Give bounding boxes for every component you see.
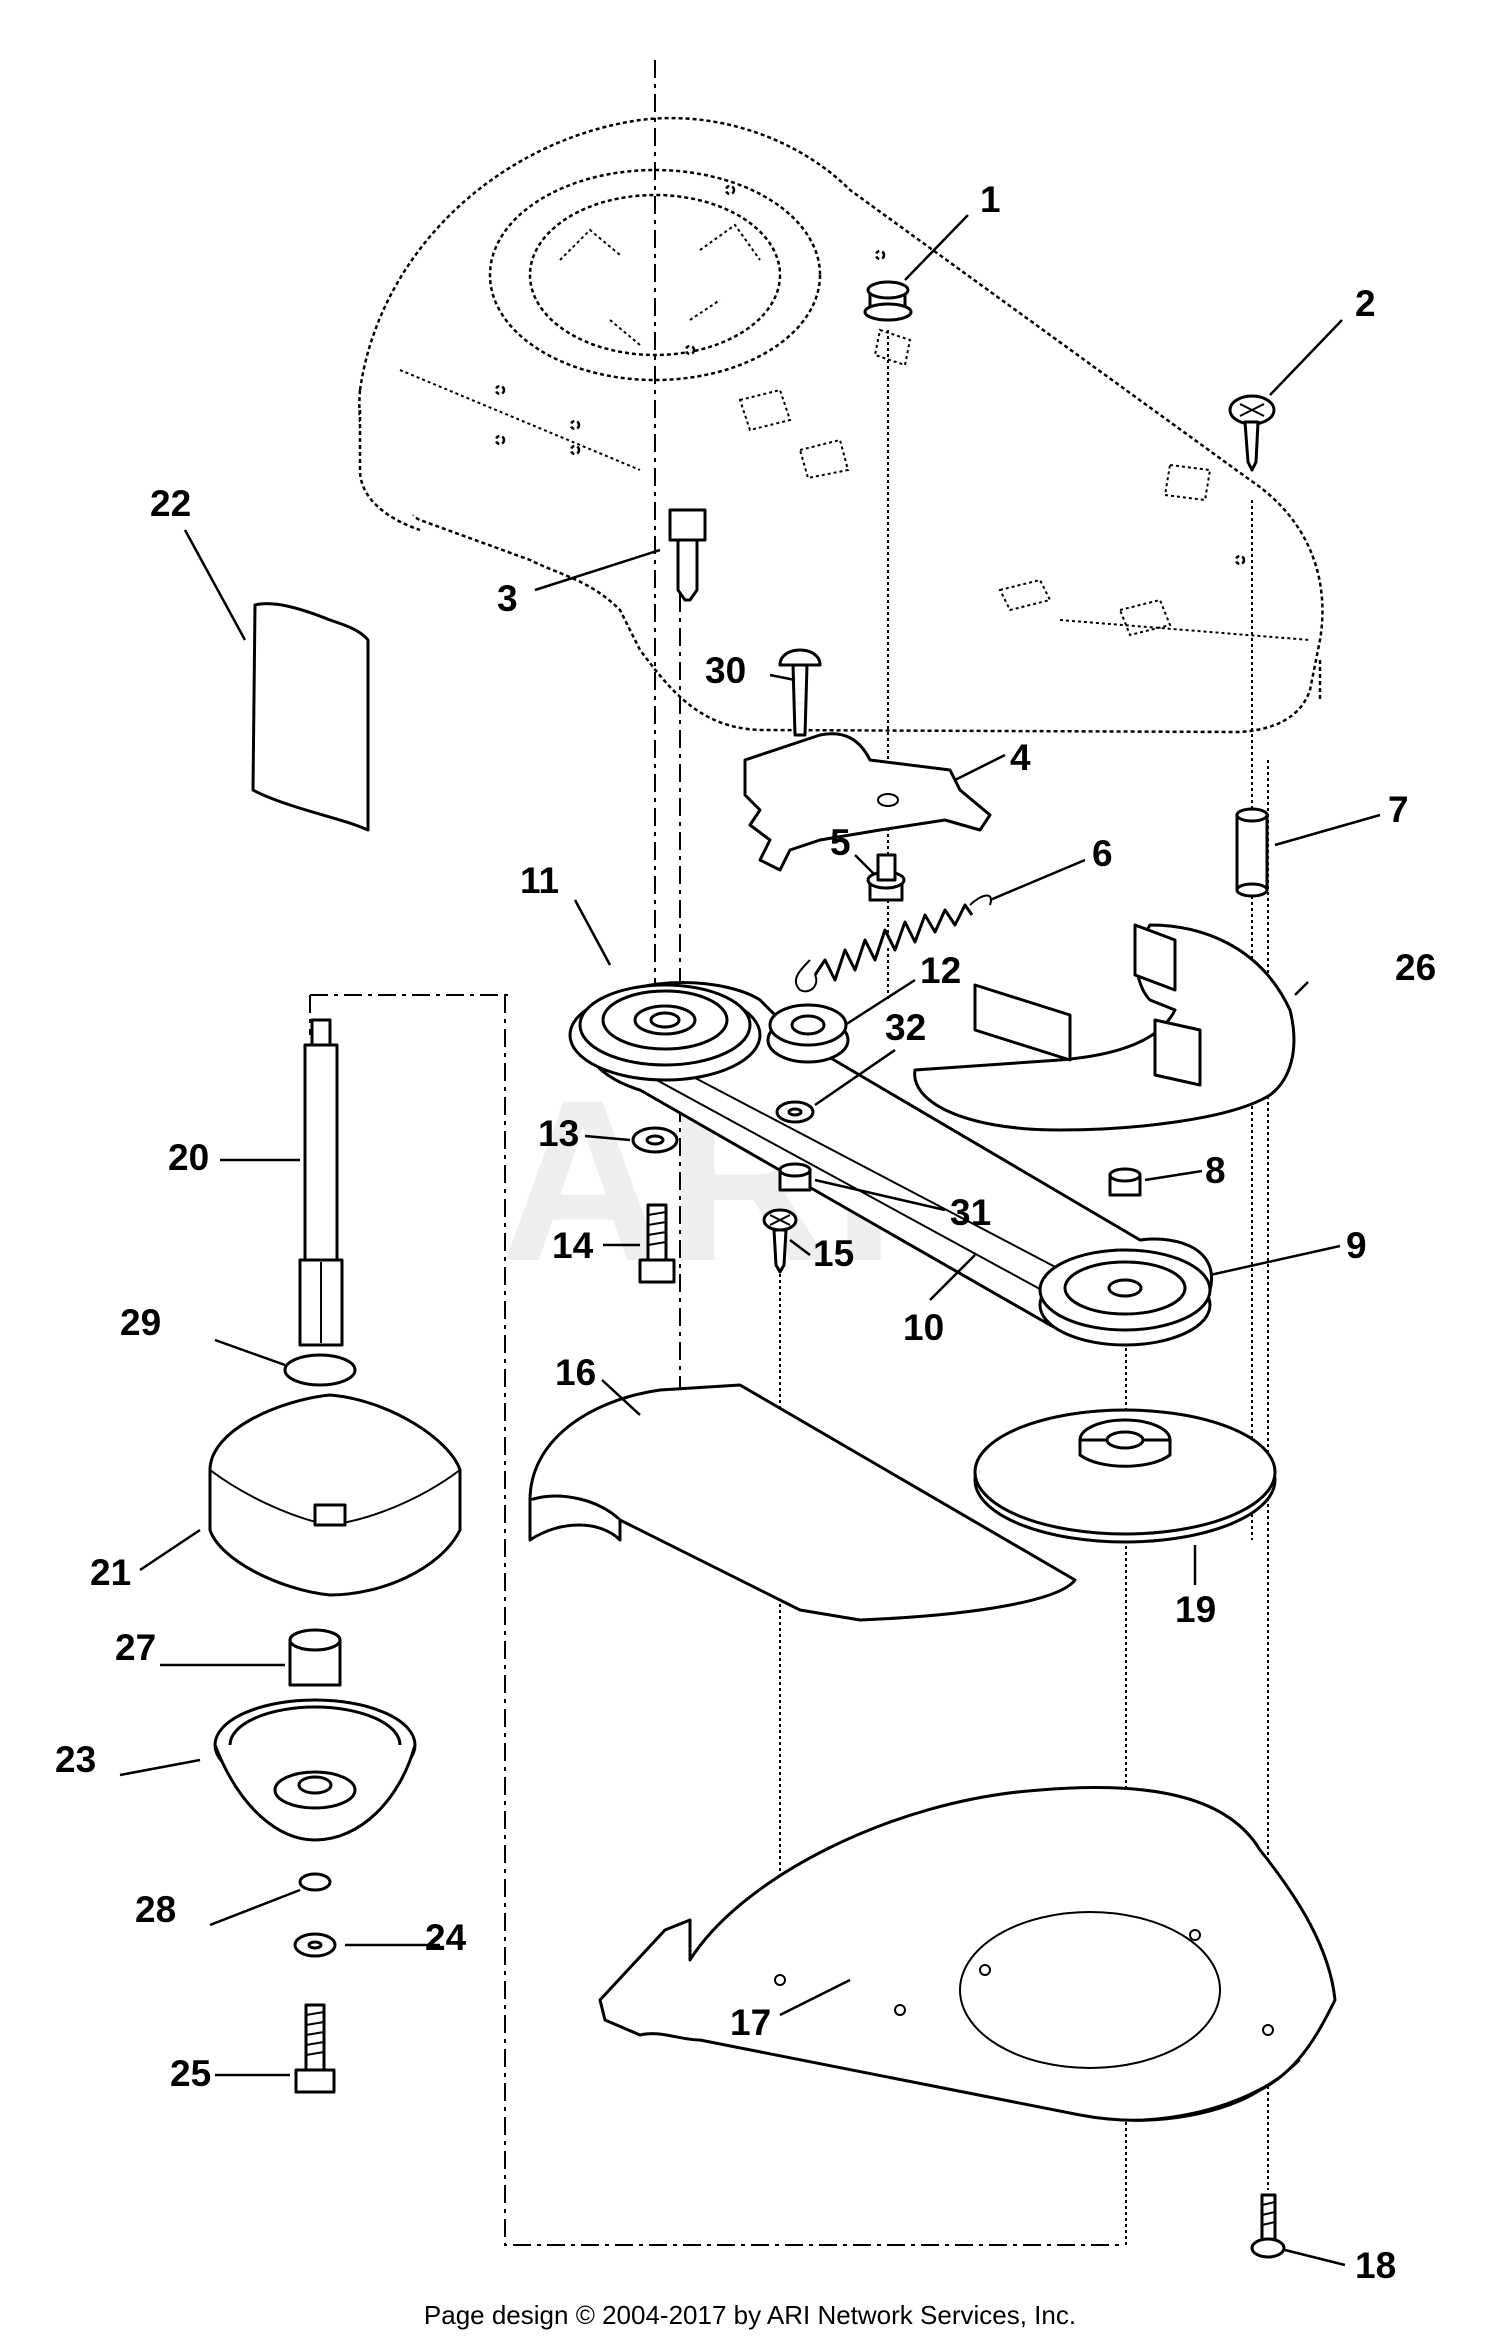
lower-deck-housing — [598, 1786, 1337, 2122]
lock-washer — [631, 1126, 679, 1154]
callout-19: 19 — [1175, 1589, 1216, 1630]
flat-washer-lower — [293, 1932, 337, 1958]
callout-15: 15 — [813, 1233, 854, 1274]
callout-13: 13 — [538, 1113, 579, 1154]
assembly-frame-line — [309, 994, 1125, 2246]
idler-nut — [778, 1162, 812, 1192]
hex-nut — [1108, 1167, 1142, 1197]
callout-29: 29 — [120, 1302, 161, 1343]
lower-housing-hole — [1262, 2024, 1274, 2036]
belt-guard-tab-left — [973, 983, 1072, 1062]
callout-26: 26 — [1395, 947, 1436, 988]
blade-adapter-hub — [208, 1393, 462, 1597]
mounting-plate — [973, 1408, 1277, 1544]
callout-2: 2 — [1355, 283, 1376, 324]
callout-16: 16 — [555, 1352, 596, 1393]
callout-10: 10 — [903, 1307, 944, 1348]
spacer-tube — [1235, 807, 1269, 898]
callout-8: 8 — [1205, 1150, 1226, 1191]
blade-shaft — [298, 1018, 344, 1347]
callout-31: 31 — [950, 1192, 991, 1233]
shaft-washer — [283, 1353, 357, 1387]
blade-cup — [213, 1698, 417, 1842]
lower-housing-hole — [1189, 1929, 1201, 1941]
callout-22: 22 — [150, 483, 191, 524]
self-tapping-screw — [1228, 394, 1276, 472]
callout-32: 32 — [885, 1007, 926, 1048]
lock-washer-lower — [298, 1872, 332, 1892]
deck-housing-outline — [358, 116, 1324, 734]
callout-11: 11 — [520, 860, 559, 901]
callout-20: 20 — [168, 1137, 209, 1178]
idler-spring — [794, 894, 992, 993]
lower-housing-rim — [1079, 2059, 1301, 2121]
housing-screw — [1250, 2193, 1286, 2259]
callout-23: 23 — [55, 1739, 96, 1780]
shoulder-bolt — [866, 853, 906, 902]
driven-pulley — [1038, 1248, 1212, 1347]
copyright-footer: Page design © 2004-2017 by ARI Network S… — [423, 2300, 1077, 2330]
carriage-bolt — [778, 648, 822, 737]
lower-housing-opening — [959, 1911, 1221, 2069]
blade-bolt — [294, 2003, 336, 2094]
flange-nut — [863, 280, 913, 322]
callout-28: 28 — [135, 1889, 176, 1930]
belt-guard — [913, 923, 1296, 1132]
belt-guard-tab-lower — [1153, 1018, 1202, 1087]
callout-7: 7 — [1388, 789, 1409, 830]
callout-18: 18 — [1355, 2245, 1396, 2286]
callout-4: 4 — [1010, 737, 1031, 778]
callout-21: 21 — [90, 1552, 131, 1593]
callout-30: 30 — [705, 650, 746, 691]
engine-pulley — [568, 983, 762, 1082]
idler-washer — [775, 1100, 815, 1124]
belt-shield — [528, 1383, 1077, 1622]
bracket-hole — [877, 793, 899, 807]
mounting-screw — [762, 1208, 798, 1274]
hex-bolt — [668, 508, 707, 602]
leader-lines — [119, 214, 1381, 2267]
callout-9: 9 — [1346, 1225, 1367, 1266]
hub-bushing — [288, 1628, 342, 1687]
lower-housing-hole — [979, 1964, 991, 1976]
decal-sheet — [251, 602, 370, 832]
lower-housing-hole — [894, 2004, 906, 2016]
callout-14: 14 — [552, 1225, 594, 1266]
lower-housing-hole — [774, 1974, 786, 1986]
callout-24: 24 — [425, 1917, 467, 1958]
callout-5: 5 — [830, 822, 851, 863]
belt-shield-side — [528, 1500, 622, 1542]
pulley-bolt — [638, 1203, 676, 1284]
callout-25: 25 — [170, 2053, 211, 2094]
idler-bracket — [743, 732, 992, 872]
callout-27: 27 — [115, 1627, 156, 1668]
callout-6: 6 — [1092, 833, 1113, 874]
belt-guard-tab-right — [1133, 923, 1177, 992]
callout-1: 1 — [980, 179, 1001, 220]
callout-17: 17 — [730, 2002, 771, 2043]
callout-12: 12 — [920, 950, 961, 991]
callout-3: 3 — [497, 578, 518, 619]
callout-labels: 1 2 3 4 5 6 7 8 9 10 11 12 13 14 15 16 1… — [55, 179, 1436, 2286]
idler-pulley — [766, 1003, 850, 1064]
drive-belt-inner — [619, 1059, 1081, 1301]
